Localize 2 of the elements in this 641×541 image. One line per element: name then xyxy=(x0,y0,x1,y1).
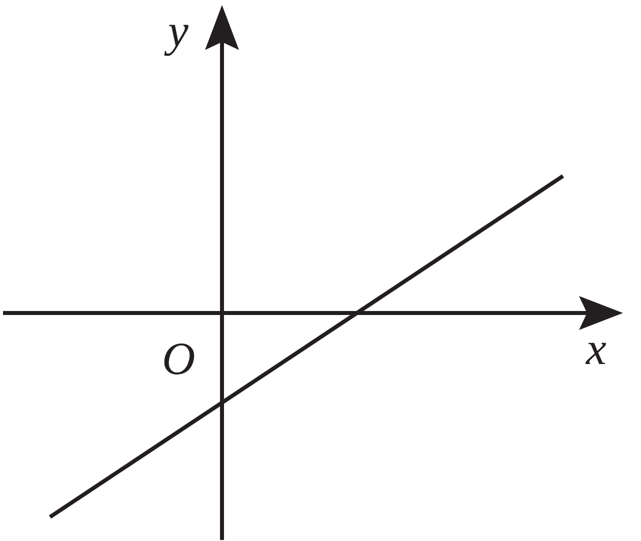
origin-label: O xyxy=(162,336,196,382)
axis-label: x xyxy=(586,326,606,372)
